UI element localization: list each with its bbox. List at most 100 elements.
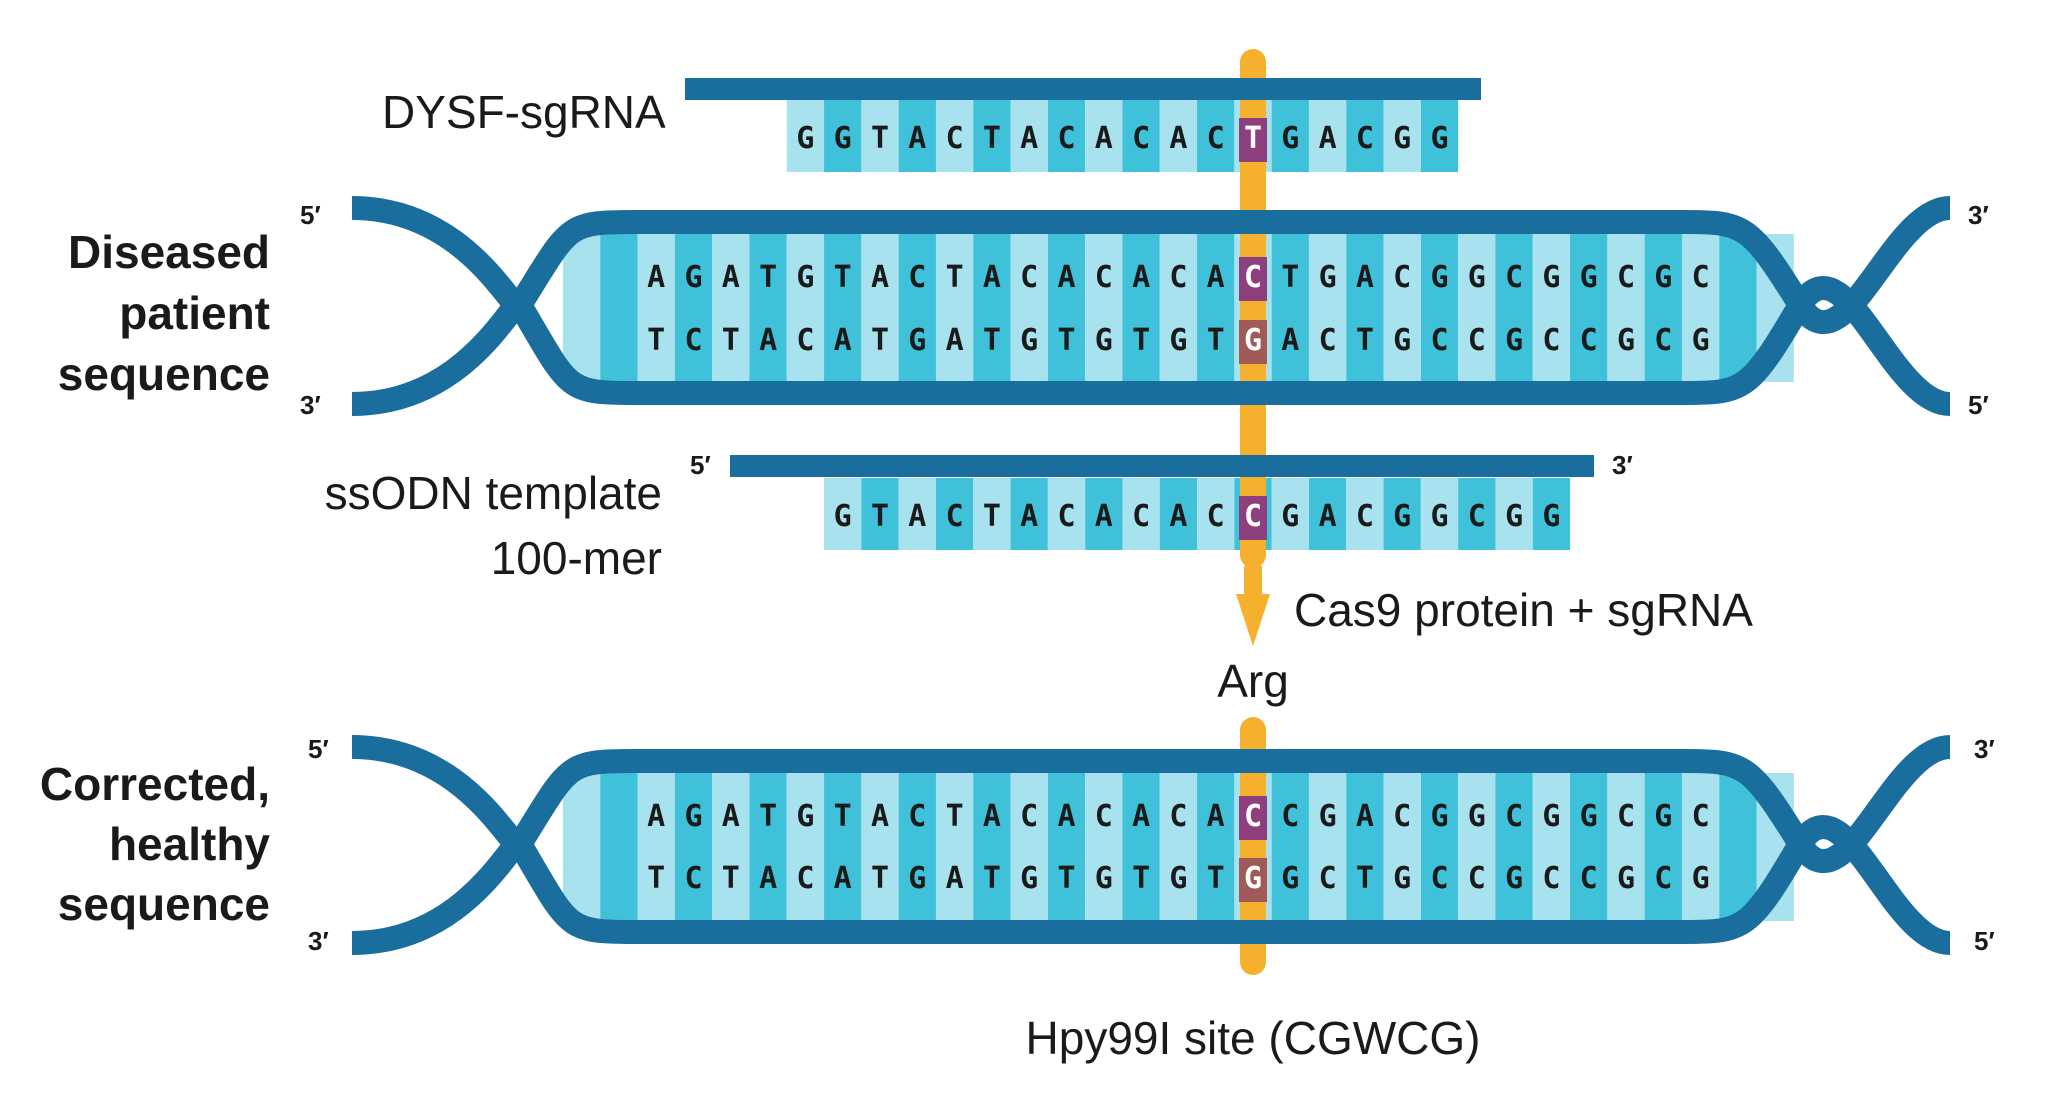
base-pair-rung: [1122, 234, 1160, 382]
sgrna-base: C: [946, 121, 964, 156]
ssodn-five-prime: 5′: [690, 450, 711, 480]
mutation-highlight: [1239, 257, 1267, 301]
corrected-bottom-base: G: [1281, 861, 1299, 896]
diseased-top-base: C: [1169, 260, 1187, 295]
corrected-top-base: C: [1617, 799, 1635, 834]
base-pair-rung: [935, 234, 974, 382]
corrected-top-base: G: [1580, 799, 1598, 834]
corrected-bottom-base: G: [1095, 861, 1113, 896]
diseased-bottom-base: C: [1542, 323, 1560, 358]
corrected-top-base: G: [1319, 799, 1337, 834]
corrected-top-base: A: [1057, 799, 1075, 834]
diseased-top-base: T: [759, 260, 777, 295]
sgrna-base: T: [871, 121, 889, 156]
corrected-bottom-base: T: [1356, 861, 1374, 896]
base-pair-rung: [861, 234, 899, 382]
sgrna-base: G: [834, 121, 852, 156]
diseased-bottom-base: T: [1356, 323, 1374, 358]
base-pair-rung: [824, 478, 862, 550]
corrected-top-base: A: [647, 799, 665, 834]
diseased-top-base: C: [1244, 260, 1262, 295]
corrected-top-base: A: [1356, 799, 1374, 834]
base-pair-rung: [861, 773, 899, 921]
sgrna-base: G: [1281, 121, 1299, 156]
mutation-highlight: [1239, 320, 1267, 364]
diseased-bottom-base: G: [1617, 323, 1635, 358]
base-pair-rung: [1346, 100, 1384, 172]
base-pair-rung: [712, 773, 750, 921]
diseased-bottom-base: C: [1430, 323, 1448, 358]
corrected-top-base: A: [1132, 799, 1150, 834]
diseased-top-base: C: [1505, 260, 1523, 295]
ssodn-label-line-2: 100-mer: [491, 532, 662, 584]
ssodn-base: T: [871, 499, 889, 534]
diseased-duplex-rungs: [562, 234, 1794, 382]
corrected-top-base: G: [1654, 799, 1672, 834]
base-pair-rung: [1308, 234, 1347, 382]
base-pair-rung: [749, 773, 787, 921]
corrected-bottom-base: G: [1692, 861, 1710, 896]
base-pair-rung: [637, 773, 675, 921]
diseased-top-base: T: [1281, 260, 1299, 295]
base-pair-rung: [1346, 478, 1384, 550]
base-pair-rung: [1271, 234, 1309, 382]
diseased-bottom-base: T: [722, 323, 740, 358]
base-pair-rung: [1644, 234, 1682, 382]
corrected-top-base: C: [1169, 799, 1187, 834]
corrected-top-base: A: [871, 799, 889, 834]
base-pair-rung: [1532, 478, 1571, 550]
corrected-top-base: T: [946, 799, 964, 834]
base-pair-rung: [1308, 478, 1347, 550]
base-pair-rung: [898, 234, 936, 382]
mutation-highlight: [1239, 796, 1267, 840]
corrected-top-base: A: [1207, 799, 1225, 834]
diseased-top-base: G: [1542, 260, 1560, 295]
sgrna-base: C: [1057, 121, 1075, 156]
base-pair-rung: [898, 478, 936, 550]
base-pair-rung: [1010, 234, 1048, 382]
sgrna-label: DYSF-sgRNA: [382, 86, 666, 138]
base-pair-rung: [1495, 234, 1533, 382]
corrected-bottom-base: C: [1468, 861, 1486, 896]
base-pair-rung: [973, 478, 1011, 550]
base-pair-rung: [935, 100, 974, 172]
base-pair-rung: [749, 234, 787, 382]
diseased-bottom-base: C: [1580, 323, 1598, 358]
base-pair-rung: [1458, 478, 1496, 550]
base-pair-rung: [973, 234, 1011, 382]
base-pair-rung: [1681, 773, 1720, 921]
base-pair-rung: [1681, 234, 1720, 382]
base-pair-rung: [1420, 773, 1459, 921]
diseased-five-prime-left: 5′: [300, 200, 321, 230]
base-pair-rung: [1532, 234, 1571, 382]
base-pair-rung: [786, 773, 825, 921]
base-pair-rung: [824, 773, 862, 921]
diseased-bottom-base: G: [1244, 323, 1262, 358]
corrected-duplex-rungs: [562, 773, 1794, 921]
corrected-bottom-base: T: [1057, 861, 1075, 896]
diseased-bottom-base: T: [1057, 323, 1075, 358]
ssodn-base: C: [1057, 499, 1075, 534]
base-pair-rung: [1383, 234, 1421, 382]
ssodn-base: G: [1505, 499, 1523, 534]
corrected-bottom-base: C: [1430, 861, 1448, 896]
diseased-bottom-base: A: [834, 323, 852, 358]
base-pair-rung: [1085, 234, 1123, 382]
base-pair-rung: [600, 773, 638, 921]
base-pair-rung: [1420, 100, 1459, 172]
ssodn-base: C: [1356, 499, 1374, 534]
base-pair-rung: [637, 234, 675, 382]
base-pair-rung: [1383, 100, 1421, 172]
diseased-top-base: C: [1020, 260, 1038, 295]
base-pair-rung: [824, 234, 862, 382]
base-pair-rung: [600, 234, 638, 382]
diseased-top-base: T: [946, 260, 964, 295]
diseased-top-base: A: [647, 260, 665, 295]
corrected-bottom-base: C: [1319, 861, 1337, 896]
down-arrow-icon: [1236, 566, 1270, 646]
sgrna-base: T: [983, 121, 1001, 156]
